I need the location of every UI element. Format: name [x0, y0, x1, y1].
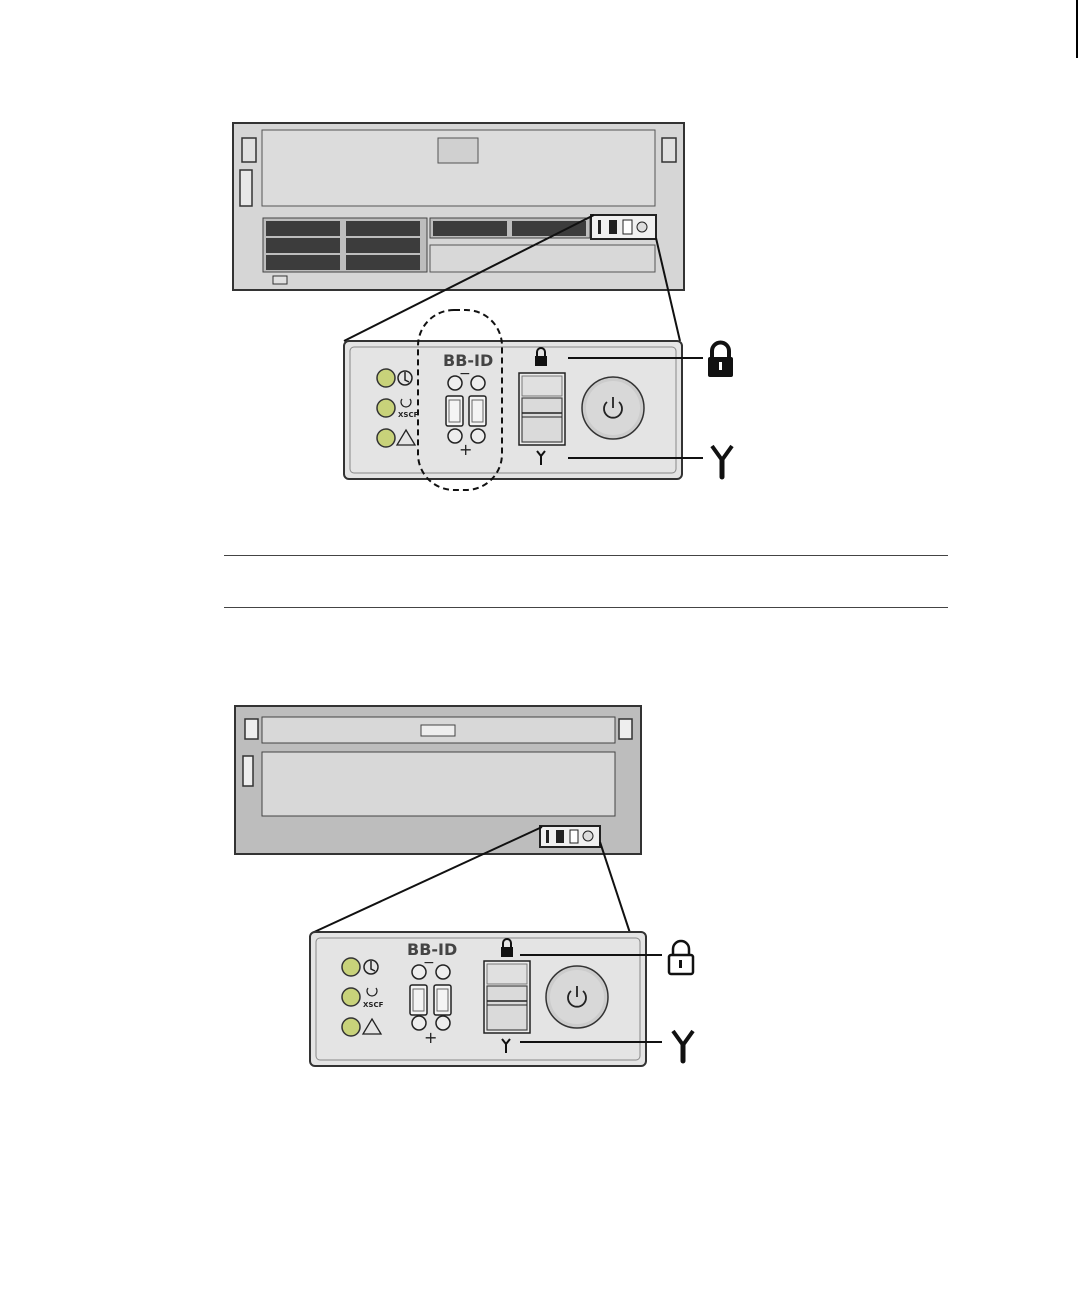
- bbid-button-plus-ones-2[interactable]: [436, 1016, 450, 1030]
- check-led-2: [342, 1018, 360, 1036]
- bbid-button-plus-ones[interactable]: [471, 429, 485, 443]
- lock-icon-2: [669, 941, 693, 974]
- figure-2-chassis-diagram: XSCF BB-ID − +: [0, 690, 1080, 1080]
- figure-1-chassis-diagram: XSCF BB-ID − +: [0, 0, 1080, 530]
- operation-panel-enlarged-2: XSCF BB-ID − +: [310, 932, 646, 1066]
- bbid-plus-2: +: [424, 1028, 437, 1047]
- bbid-button-minus-tens-2[interactable]: [412, 965, 426, 979]
- table-rule-top: [224, 555, 948, 556]
- bbid-plus: +: [459, 440, 472, 459]
- bbid-button-minus-tens[interactable]: [448, 376, 462, 390]
- lock-icon: [708, 343, 733, 378]
- xscf-led-2: [342, 988, 360, 1006]
- table-rule-bottom: [224, 607, 948, 608]
- chassis-front-view: [233, 123, 684, 290]
- xscf-label-2: XSCF: [363, 1001, 384, 1009]
- chassis-front-view-2: [235, 706, 641, 854]
- drive-bays-left: [263, 218, 427, 272]
- operation-panel-enlarged: XSCF BB-ID − +: [344, 310, 682, 490]
- power-led: [377, 369, 395, 387]
- mode-switch-2[interactable]: [484, 961, 530, 1033]
- wrench-icon-2: [673, 1031, 693, 1061]
- mode-switch[interactable]: [519, 373, 565, 445]
- wrench-icon: [712, 446, 732, 477]
- power-button[interactable]: [582, 377, 644, 439]
- power-button-2[interactable]: [546, 966, 608, 1028]
- xscf-label: XSCF: [398, 411, 419, 419]
- bbid-button-minus-ones[interactable]: [471, 376, 485, 390]
- check-led: [377, 429, 395, 447]
- xscf-led: [377, 399, 395, 417]
- power-led-2: [342, 958, 360, 976]
- bbid-button-minus-ones-2[interactable]: [436, 965, 450, 979]
